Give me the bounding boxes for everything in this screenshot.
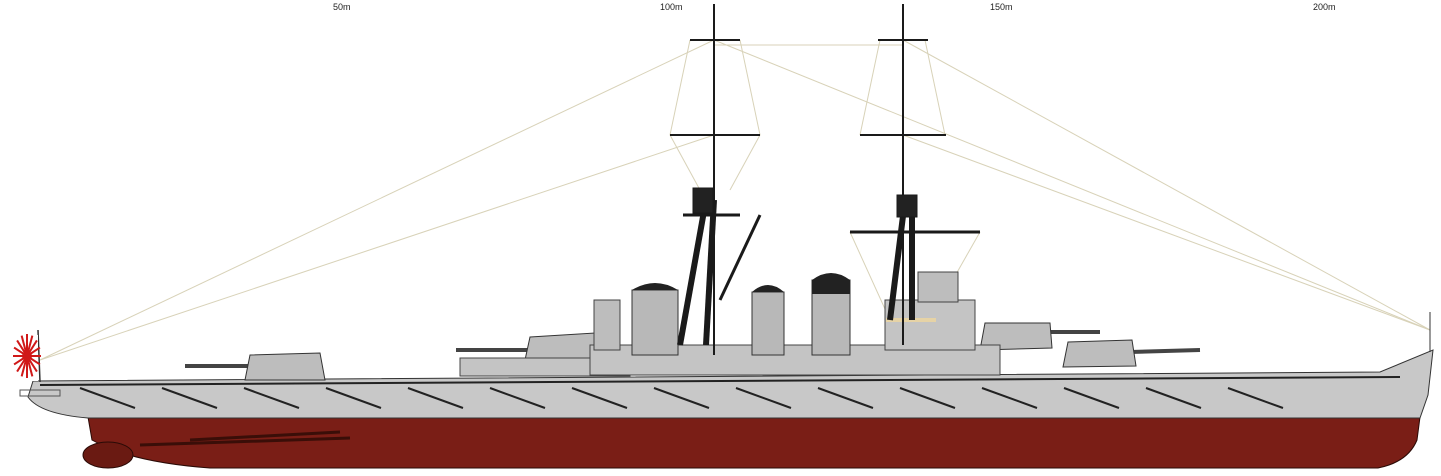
turret-aft-x (185, 352, 326, 381)
scale-label-200m: 200m (1313, 2, 1336, 12)
funnel-3 (631, 283, 679, 356)
rudder (82, 441, 134, 469)
turret-forward-a (1062, 339, 1201, 368)
scale-label-150m: 150m (990, 2, 1013, 12)
scale-label-50m: 50m (333, 2, 351, 12)
torpedo-boom (817, 387, 874, 409)
main-mast (670, 4, 762, 355)
torpedo-boom (735, 387, 792, 409)
torpedo-boom (653, 387, 710, 409)
rising-sun-ensign-icon (13, 329, 41, 383)
torpedo-boom (1063, 387, 1120, 409)
torpedo-boom (899, 387, 956, 409)
fore-mast (850, 4, 980, 345)
hull-upper-grey (27, 349, 1434, 419)
funnel-2 (751, 285, 785, 356)
anti-torpedo-booms (79, 387, 1284, 409)
bridge-top (917, 271, 959, 303)
torpedo-boom (161, 387, 218, 409)
rigging (39, 39, 1431, 361)
torpedo-boom (407, 387, 464, 409)
torpedo-boom (243, 387, 300, 409)
torpedo-boom (981, 387, 1038, 409)
stern-walk (19, 389, 61, 397)
deck-line (39, 376, 1401, 386)
torpedo-boom (1145, 387, 1202, 409)
torpedo-boom (325, 387, 382, 409)
funnel-1 (811, 273, 851, 356)
aft-control-tower (593, 299, 621, 351)
propeller-shafts (139, 430, 351, 447)
torpedo-boom (79, 387, 136, 409)
hull-lower-red (87, 416, 1421, 469)
torpedo-boom (571, 387, 628, 409)
turret-forward-b (979, 322, 1100, 351)
scale-label-100m: 100m (660, 2, 683, 12)
torpedo-boom (489, 387, 546, 409)
turret-aft-y (456, 332, 631, 377)
torpedo-boom (1227, 387, 1284, 409)
bridge (884, 299, 976, 351)
